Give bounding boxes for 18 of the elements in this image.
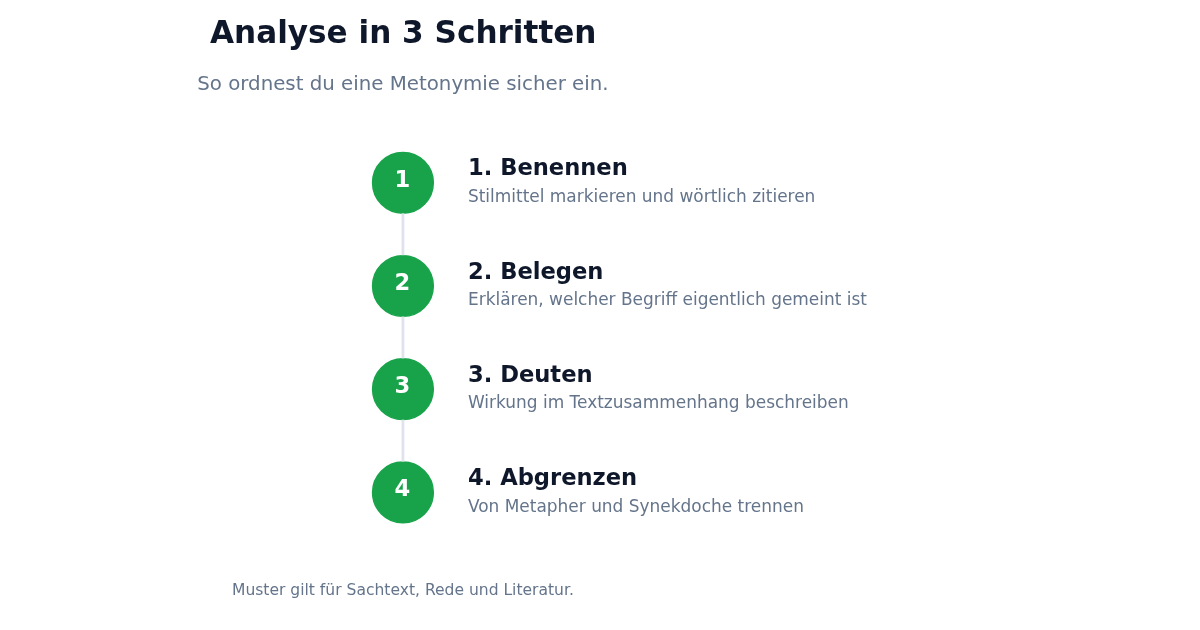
node-circle: 2 <box>371 254 434 318</box>
node-label: Stilmittel markieren und wörtlich zitieren <box>467 186 815 207</box>
connector <box>401 213 404 256</box>
node-label: 2. Belegen <box>467 257 603 284</box>
diagram-title: Analyse in 3 Schritten <box>209 14 596 50</box>
node-label: 3. Deuten <box>467 360 593 387</box>
node-label: Von Metapher und Synekdoche trennen <box>467 495 804 516</box>
label: So ordnest du eine Metonymie sicher ein. <box>196 71 609 95</box>
caption: Muster gilt für Sachtext, Rede und Literatur. <box>231 580 574 599</box>
connector <box>401 419 404 462</box>
node-label: Erklären, welcher Begriff eigentlich gemeint ist <box>467 289 867 310</box>
node-label: 1. Benennen <box>467 154 628 181</box>
node-circle: 1 <box>371 151 434 214</box>
node-circle: 4 <box>371 461 434 524</box>
connector <box>401 316 404 359</box>
node-label: 4. Abgrenzen <box>467 464 637 491</box>
node-circle: 3 <box>371 358 434 421</box>
node-label: Wirkung im Textzusammenhang beschreiben <box>467 392 849 413</box>
